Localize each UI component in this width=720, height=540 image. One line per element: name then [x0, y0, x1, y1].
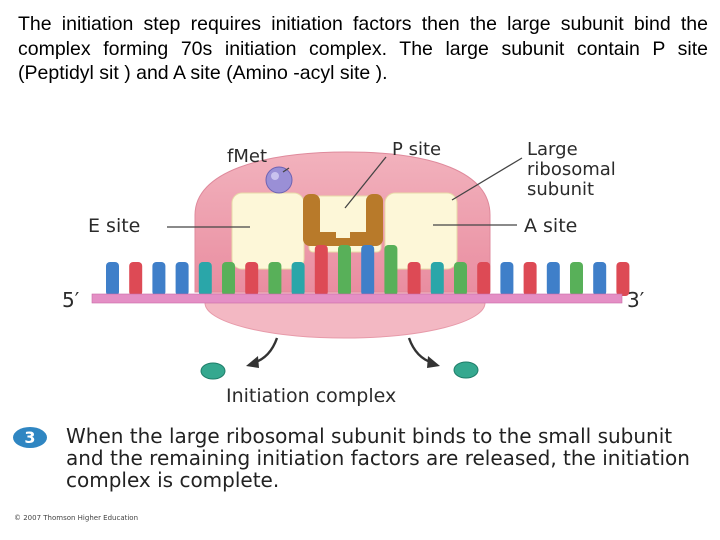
- mrna-base: [106, 262, 119, 296]
- mrna-base: [570, 262, 583, 296]
- step-number-badge: 3: [13, 427, 47, 448]
- p-site-label: P site: [392, 139, 441, 160]
- mrna-base: [593, 262, 607, 296]
- mrna-strand: [91, 293, 623, 304]
- a-site-label: A site: [524, 215, 577, 237]
- released-factor-right: [453, 361, 479, 379]
- mrna-base: [546, 262, 560, 296]
- mrna-base: [222, 262, 235, 296]
- large-subunit-label-3: subunit: [527, 179, 594, 200]
- release-arrows: [252, 337, 434, 365]
- mrna-base: [175, 262, 189, 296]
- mrna-base: [245, 262, 259, 296]
- e-site-label: E site: [88, 215, 140, 237]
- mrna-base: [291, 262, 305, 296]
- pointer-lines: [167, 156, 523, 228]
- initiation-complex-label: Initiation complex: [226, 385, 396, 407]
- mrna-base: [407, 262, 421, 296]
- mrna-base: [500, 262, 514, 296]
- fmet-ball: [265, 166, 293, 194]
- mrna-base: [477, 262, 491, 296]
- mrna-base: [454, 262, 467, 296]
- mrna-base: [314, 245, 328, 296]
- released-factor-left: [200, 362, 226, 380]
- e-site-box: [231, 192, 305, 270]
- intro-paragraph: The initiation step requires initiation …: [18, 13, 708, 84]
- mrna-base: [198, 262, 212, 296]
- mrna-base: [361, 245, 375, 296]
- mrna-bases: [106, 245, 630, 296]
- large-subunit-label-2: ribosomal: [527, 159, 616, 180]
- step-caption: When the large ribosomal subunit binds t…: [66, 424, 690, 492]
- copyright-notice: © 2007 Thomson Higher Education: [14, 514, 139, 522]
- initiator-trna: [303, 194, 383, 246]
- mrna-base: [616, 262, 630, 296]
- mrna-base: [268, 262, 282, 296]
- mrna-base: [338, 245, 351, 296]
- five-prime-label: 5′: [62, 288, 80, 312]
- mrna-base: [430, 262, 444, 296]
- three-prime-label: 3′: [627, 288, 645, 312]
- mrna-base: [129, 262, 143, 296]
- mrna-base: [523, 262, 537, 296]
- a-site-box: [384, 192, 458, 270]
- large-subunit-label-1: Large: [527, 139, 578, 160]
- mrna-base: [152, 262, 166, 296]
- fmet-label: fMet: [227, 146, 267, 167]
- mrna-base: [384, 245, 398, 296]
